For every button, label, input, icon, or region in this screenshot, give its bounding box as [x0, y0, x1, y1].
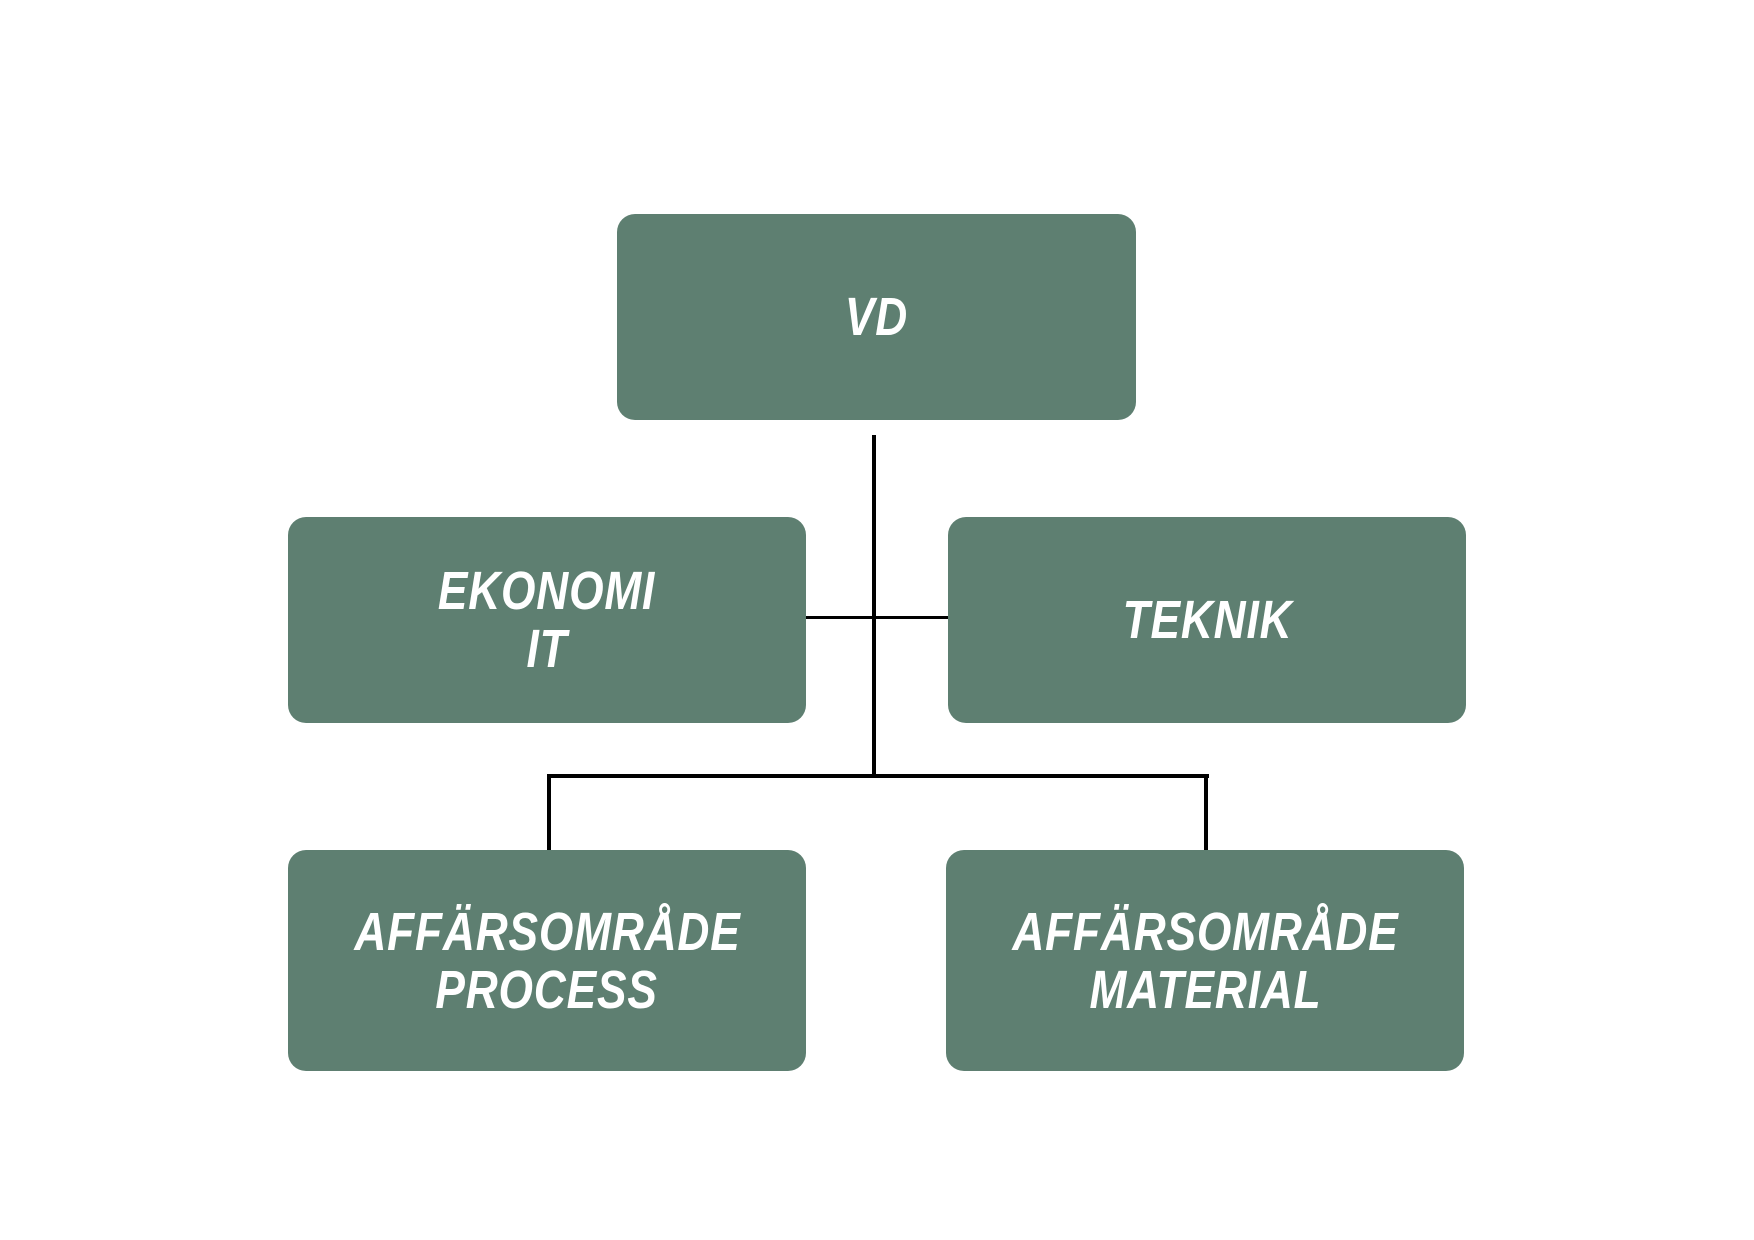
node-teknik: TEKNIK [948, 517, 1466, 723]
node-label: PROCESS [435, 959, 659, 1020]
node-label: MATERIAL [1088, 959, 1322, 1020]
node-vd: VD [617, 214, 1136, 420]
node-ekonomi-it: EKONOMI IT [288, 517, 806, 723]
connector-horizontal-staff [806, 616, 948, 619]
node-affarsomrade-process: AFFÄRSOMRÅDE PROCESS [288, 850, 806, 1071]
node-label: TEKNIK [1122, 590, 1292, 650]
node-label: IT [526, 619, 568, 679]
connector-to-process [547, 774, 551, 851]
node-label: AFFÄRSOMRÅDE [353, 901, 741, 962]
node-label: EKONOMI [438, 561, 656, 621]
node-label: AFFÄRSOMRÅDE [1011, 901, 1399, 962]
node-affarsomrade-material: AFFÄRSOMRÅDE MATERIAL [946, 850, 1464, 1071]
connector-vertical-main [872, 435, 876, 777]
node-label: VD [844, 287, 909, 347]
connector-to-material [1204, 774, 1208, 851]
connector-horizontal-divisions [547, 774, 1209, 778]
